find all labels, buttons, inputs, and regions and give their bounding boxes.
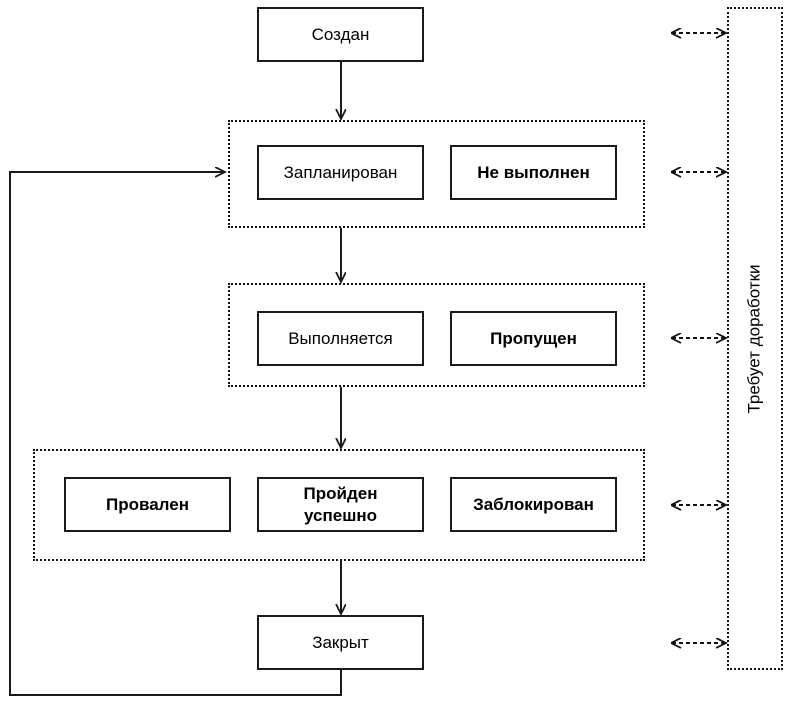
state-node-label: Запланирован (283, 162, 398, 182)
state-node-label: Создан (311, 24, 370, 44)
rework-label: Требует доработки (745, 263, 765, 414)
state-node-not-done[interactable]: Не выполнен (450, 145, 617, 200)
state-node-label: Заблокирован (473, 494, 594, 514)
state-node-label: Закрыт (312, 632, 369, 652)
rework-link-group (672, 33, 725, 643)
state-node-label: Не выполнен (477, 162, 590, 182)
state-node-closed[interactable]: Закрыт (257, 615, 424, 670)
state-node-skipped[interactable]: Пропущен (450, 311, 617, 366)
state-node-passed[interactable]: Пройден успешно (257, 477, 424, 532)
state-node-failed[interactable]: Провален (64, 477, 231, 532)
state-node-blocked[interactable]: Заблокирован (450, 477, 617, 532)
state-node-planned[interactable]: Запланирован (257, 145, 424, 200)
state-node-label: Провален (106, 494, 189, 514)
state-node-created[interactable]: Создан (257, 7, 424, 62)
state-node-label: Пропущен (490, 328, 577, 348)
state-node-label: Выполняется (288, 328, 393, 348)
state-node-label: Пройден успешно (303, 484, 378, 525)
rework-container: Требует доработки (727, 7, 783, 670)
state-node-in-progress[interactable]: Выполняется (257, 311, 424, 366)
